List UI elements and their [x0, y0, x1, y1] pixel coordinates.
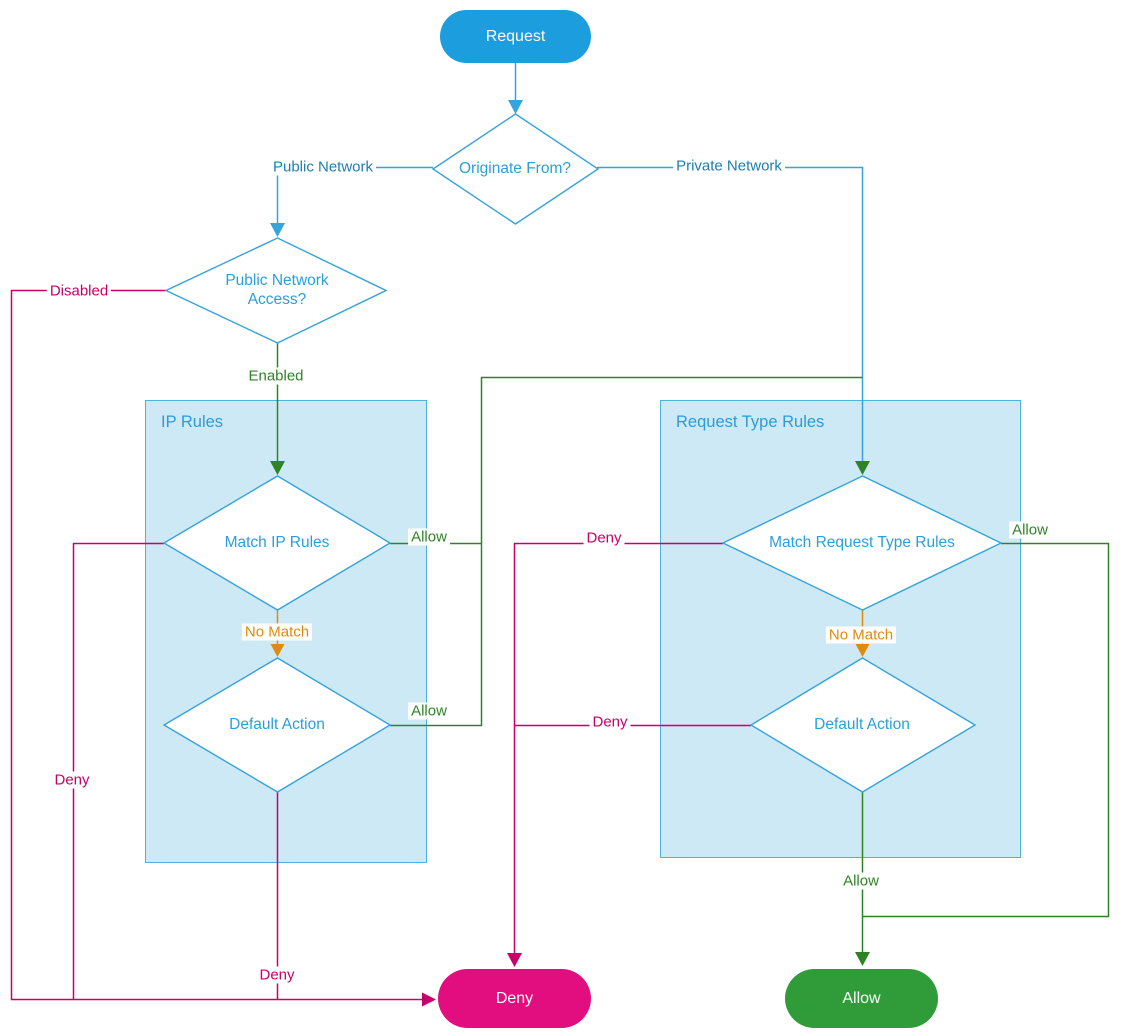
edge-label-public-network: Public Network — [269, 158, 377, 176]
edge-label-private-network: Private Network — [673, 157, 785, 175]
edge-label-allow-default-ip: Allow — [408, 702, 450, 720]
edge-label-deny-match-ip: Deny — [51, 771, 93, 789]
deny-terminal-label: Deny — [495, 989, 534, 1007]
allow-terminal-node: Allow — [785, 969, 938, 1028]
originate-from-label: Originate From? — [459, 160, 571, 178]
default-action-ip-label: Default Action — [229, 716, 325, 734]
default-action-request-type-label: Default Action — [814, 716, 910, 734]
public-network-access-label: Public Network Access? — [225, 271, 329, 308]
arrowhead-public-network-access-icon — [270, 223, 285, 237]
edge-label-no-match-request-type: No Match — [825, 626, 897, 644]
edge-label-allow-match-request-type: Allow — [1009, 521, 1051, 539]
edge-label-deny-default-ip: Deny — [256, 966, 298, 984]
request-node-label: Request — [485, 27, 546, 45]
edge-label-allow-match-ip: Allow — [408, 528, 450, 546]
edge-label-deny-match-request-type: Deny — [583, 529, 625, 547]
arrowhead-originate-top-icon — [508, 100, 523, 114]
arrowhead-deny-terminal-top-icon — [507, 953, 522, 967]
arrowhead-allow-terminal-icon — [855, 952, 870, 966]
edge-label-deny-default-request-type: Deny — [589, 713, 631, 731]
edge-public-network — [276, 166, 433, 223]
request-node: Request — [440, 10, 591, 63]
edge-label-enabled: Enabled — [245, 367, 307, 385]
deny-terminal-node: Deny — [438, 969, 591, 1028]
edge-label-no-match-ip: No Match — [241, 623, 313, 641]
request-type-rules-title: Request Type Rules — [676, 413, 825, 431]
ip-rules-title: IP Rules — [161, 413, 224, 431]
arrowhead-deny-terminal-left-icon — [422, 992, 436, 1007]
edge-label-allow-default-request-type: Allow — [840, 872, 882, 890]
match-ip-rules-label: Match IP Rules — [224, 534, 330, 552]
allow-terminal-label: Allow — [842, 989, 881, 1007]
edge-label-disabled: Disabled — [46, 282, 112, 300]
match-request-type-rules-label: Match Request Type Rules — [769, 534, 955, 552]
